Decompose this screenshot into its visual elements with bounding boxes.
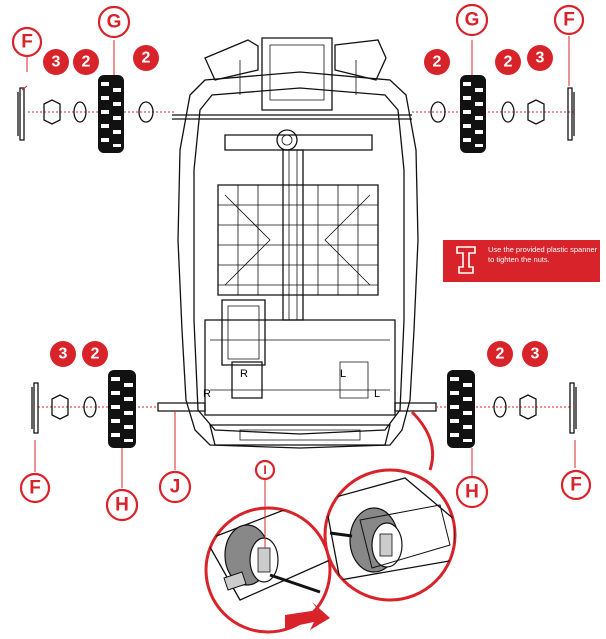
part-2-text-1: 2 xyxy=(82,54,91,71)
part-2-text-4: 2 xyxy=(504,54,513,71)
washer-front-right-inner xyxy=(430,101,446,123)
label-H-rear-left: H xyxy=(105,488,139,522)
mark-right-side-2: R xyxy=(240,368,248,380)
nut-rear-left xyxy=(51,394,69,420)
part-3-text-2: 3 xyxy=(536,50,545,67)
hubcap-front-right xyxy=(567,87,575,141)
label-F-front-right: F xyxy=(553,4,585,36)
part-badge-nut-rear-right: 3 xyxy=(522,341,548,367)
front-left-wheel-assembly xyxy=(17,40,175,153)
spanner-icon xyxy=(456,246,476,274)
part-2-text-2: 2 xyxy=(142,50,151,67)
part-badge-washer-front-left-1: 2 xyxy=(73,49,99,75)
label-F-front-left: F xyxy=(11,26,43,58)
tire-rear-right xyxy=(447,370,475,448)
label-F-text-1: F xyxy=(21,32,33,53)
front-right-wheel-assembly xyxy=(412,36,575,153)
label-H-text-2: H xyxy=(465,482,479,503)
spanner-note-box: Use the provided plastic spanner to tigh… xyxy=(443,240,600,282)
part-2-text-5: 2 xyxy=(91,346,100,363)
label-F-text-3: F xyxy=(29,478,41,499)
part-2-text-6: 2 xyxy=(496,346,505,363)
arrow-icon xyxy=(285,602,330,630)
part-badge-nut-front-right: 3 xyxy=(527,45,553,71)
mark-left-side-2: L xyxy=(374,388,380,400)
label-I: I xyxy=(254,459,276,481)
rear-left-wheel-assembly xyxy=(31,370,176,488)
label-H-text-1: H xyxy=(115,495,129,516)
detail-connector xyxy=(410,410,435,471)
spanner-note-text: Use the provided plastic spanner to tigh… xyxy=(488,245,598,264)
washer-front-right-outer xyxy=(501,101,515,123)
nut-rear-right xyxy=(519,394,537,420)
rear-right-wheel-assembly xyxy=(436,370,577,478)
washer-front-left-outer xyxy=(138,101,154,123)
tire-rear-left xyxy=(108,370,136,448)
label-H-rear-right: H xyxy=(455,475,489,509)
label-I-text: I xyxy=(263,463,266,477)
label-J-text: J xyxy=(170,477,181,498)
part-badge-washer-rear-left: 2 xyxy=(82,341,108,367)
part-3-text-4: 3 xyxy=(531,346,540,363)
label-G-text-1: G xyxy=(107,12,122,33)
tire-front-left xyxy=(98,75,124,153)
vehicle-chassis: R R L L xyxy=(157,37,437,449)
part-badge-washer-front-right-1: 2 xyxy=(424,49,450,75)
hubcap-front-left xyxy=(17,87,25,141)
part-badge-washer-rear-right: 2 xyxy=(487,341,513,367)
washer-rear-right xyxy=(493,396,507,418)
part-badge-washer-front-left-2: 2 xyxy=(133,45,159,71)
detail-inset-wheel-hub xyxy=(323,468,457,602)
label-F-text-2: F xyxy=(563,10,575,31)
label-F-text-4: F xyxy=(570,475,582,496)
detail-inset-installed xyxy=(204,506,332,634)
washer-front-left-inner xyxy=(73,101,87,123)
nut-front-left xyxy=(43,99,61,125)
part-badge-nut-rear-left: 3 xyxy=(50,341,76,367)
label-F-rear-right: F xyxy=(560,469,592,501)
part-2-text-3: 2 xyxy=(433,54,442,71)
mark-left-side-1: L xyxy=(340,368,346,380)
label-G-front-left: G xyxy=(97,5,131,39)
mark-right-side-1: R xyxy=(203,388,211,400)
part-3-text-3: 3 xyxy=(59,346,68,363)
hubcap-rear-left xyxy=(31,382,39,434)
washer-rear-left xyxy=(83,396,97,418)
label-J: J xyxy=(158,470,192,504)
part-badge-nut-front-left: 3 xyxy=(43,49,69,75)
label-G-front-right: G xyxy=(455,3,489,37)
tire-front-right xyxy=(460,75,486,153)
part-3-text-1: 3 xyxy=(52,54,61,71)
label-G-text-2: G xyxy=(465,10,480,31)
part-badge-washer-front-right-2: 2 xyxy=(495,49,521,75)
nut-front-right xyxy=(527,99,545,125)
hubcap-rear-right xyxy=(569,382,577,434)
label-F-rear-left: F xyxy=(19,472,51,504)
